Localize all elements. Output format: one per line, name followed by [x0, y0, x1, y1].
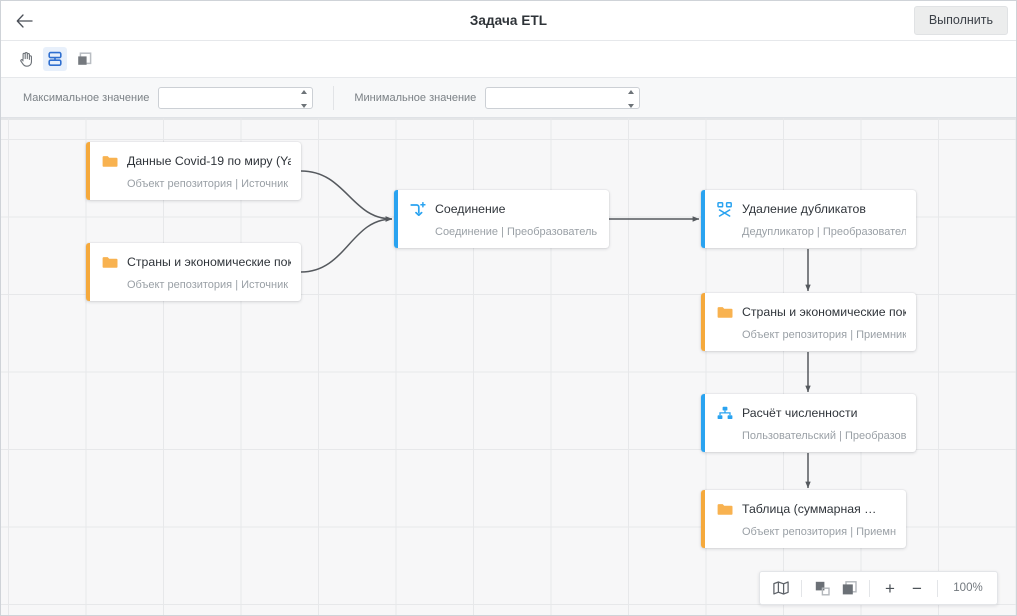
flow-node-dedup[interactable]: Удаление дубликатов Дедупликатор | Преоб…	[701, 190, 916, 248]
node-title: Соединение	[435, 202, 506, 216]
stepper-up-icon[interactable]	[301, 89, 308, 94]
filter-max-spinner[interactable]	[158, 86, 314, 109]
node-accent-bar	[86, 142, 90, 200]
zoom-controls: + − 100%	[759, 571, 998, 605]
arrow-left-icon	[16, 13, 33, 28]
zoom-in-button[interactable]: +	[885, 578, 895, 598]
zoom-out-squares-icon	[815, 581, 830, 595]
filter-min-spinner[interactable]	[485, 86, 641, 109]
node-subtitle: Объект репозитория | Источник	[127, 279, 289, 291]
overlap-squares-icon	[77, 51, 91, 65]
node-title: Страны и экономические пок…	[127, 255, 291, 269]
filter-min-group: Минимальное значение	[354, 86, 641, 109]
zoom-level-label[interactable]: 100%	[953, 582, 983, 594]
node-accent-bar	[86, 243, 90, 301]
node-title: Данные Covid-19 по миру (Yan…	[127, 154, 291, 168]
hand-icon	[20, 51, 32, 67]
node-subtitle: Пользовательский | Преобразова…	[742, 430, 906, 442]
node-accent-bar	[701, 394, 705, 452]
zoom-divider	[801, 579, 802, 597]
filter-min-stepper[interactable]	[627, 89, 635, 108]
filter-max-stepper[interactable]	[300, 89, 308, 108]
node-title: Расчёт численности	[742, 406, 858, 420]
folder-icon	[717, 304, 733, 320]
flow-node-join[interactable]: Соединение Соединение | Преобразователь	[394, 190, 609, 248]
flow-node-countries-sink[interactable]: Страны и экономические пок… Объект репоз…	[701, 293, 916, 351]
pan-tool-button[interactable]	[14, 47, 38, 71]
filter-divider	[333, 85, 335, 110]
node-subtitle: Объект репозитория | Приемник	[742, 526, 896, 538]
map-icon	[773, 581, 789, 595]
stepper-down-icon[interactable]	[628, 103, 635, 108]
layout-tool-button[interactable]	[43, 47, 67, 71]
node-subtitle: Соединение | Преобразователь	[435, 226, 598, 238]
zoom-fit-in-button[interactable]	[837, 576, 861, 600]
filter-bar: Максимальное значение Минимальное значен…	[1, 78, 1016, 118]
zoom-in-squares-icon	[842, 580, 857, 594]
node-title: Удаление дубликатов	[742, 202, 866, 216]
filter-min-label: Минимальное значение	[354, 91, 477, 104]
zoom-divider	[937, 579, 938, 597]
back-button[interactable]	[7, 4, 41, 38]
node-subtitle: Объект репозитория | Приемник	[742, 329, 906, 341]
page-title: Задача ETL	[469, 13, 548, 28]
align-distribute-icon	[48, 51, 62, 66]
node-accent-bar	[701, 293, 705, 351]
flow-node-countries-source[interactable]: Страны и экономические пок… Объект репоз…	[86, 243, 301, 301]
zoom-out-button[interactable]: −	[912, 578, 922, 598]
flow-node-summary-table[interactable]: Таблица (суммарная … Объект репозитория …	[701, 490, 906, 548]
node-title: Страны и экономические пок…	[742, 305, 906, 319]
join-arrow-icon	[410, 201, 426, 217]
app-header: Задача ETL Выполнить	[1, 1, 1016, 41]
flow-canvas[interactable]: Данные Covid-19 по миру (Yan… Объект реп…	[1, 118, 1016, 615]
minimap-button[interactable]	[769, 576, 793, 600]
filter-max-label: Максимальное значение	[23, 91, 150, 104]
node-accent-bar	[701, 490, 705, 548]
flow-node-population-calc[interactable]: Расчёт численности Пользовательский | Пр…	[701, 394, 916, 452]
node-subtitle: Объект репозитория | Источник	[127, 178, 289, 190]
zoom-divider	[869, 579, 870, 597]
canvas-toolbar	[1, 41, 1016, 78]
folder-icon	[102, 254, 118, 270]
sitemap-icon	[717, 405, 733, 421]
node-title: Таблица (суммарная …	[742, 502, 877, 516]
stepper-down-icon[interactable]	[301, 103, 308, 108]
node-subtitle: Дедупликатор | Преобразователь	[742, 226, 906, 238]
flow-node-covid-source[interactable]: Данные Covid-19 по миру (Yan… Объект реп…	[86, 142, 301, 200]
stepper-up-icon[interactable]	[628, 89, 635, 94]
zoom-fit-out-button[interactable]	[810, 576, 834, 600]
node-accent-bar	[394, 190, 398, 248]
filter-max-input[interactable]	[159, 87, 313, 108]
deduplicator-icon	[717, 201, 733, 217]
fit-tool-button[interactable]	[72, 47, 96, 71]
folder-icon	[717, 501, 733, 517]
run-button[interactable]: Выполнить	[913, 6, 1008, 35]
filter-max-group: Максимальное значение	[23, 86, 314, 109]
folder-icon	[102, 153, 118, 169]
filter-min-input[interactable]	[486, 87, 640, 108]
node-accent-bar	[701, 190, 705, 248]
